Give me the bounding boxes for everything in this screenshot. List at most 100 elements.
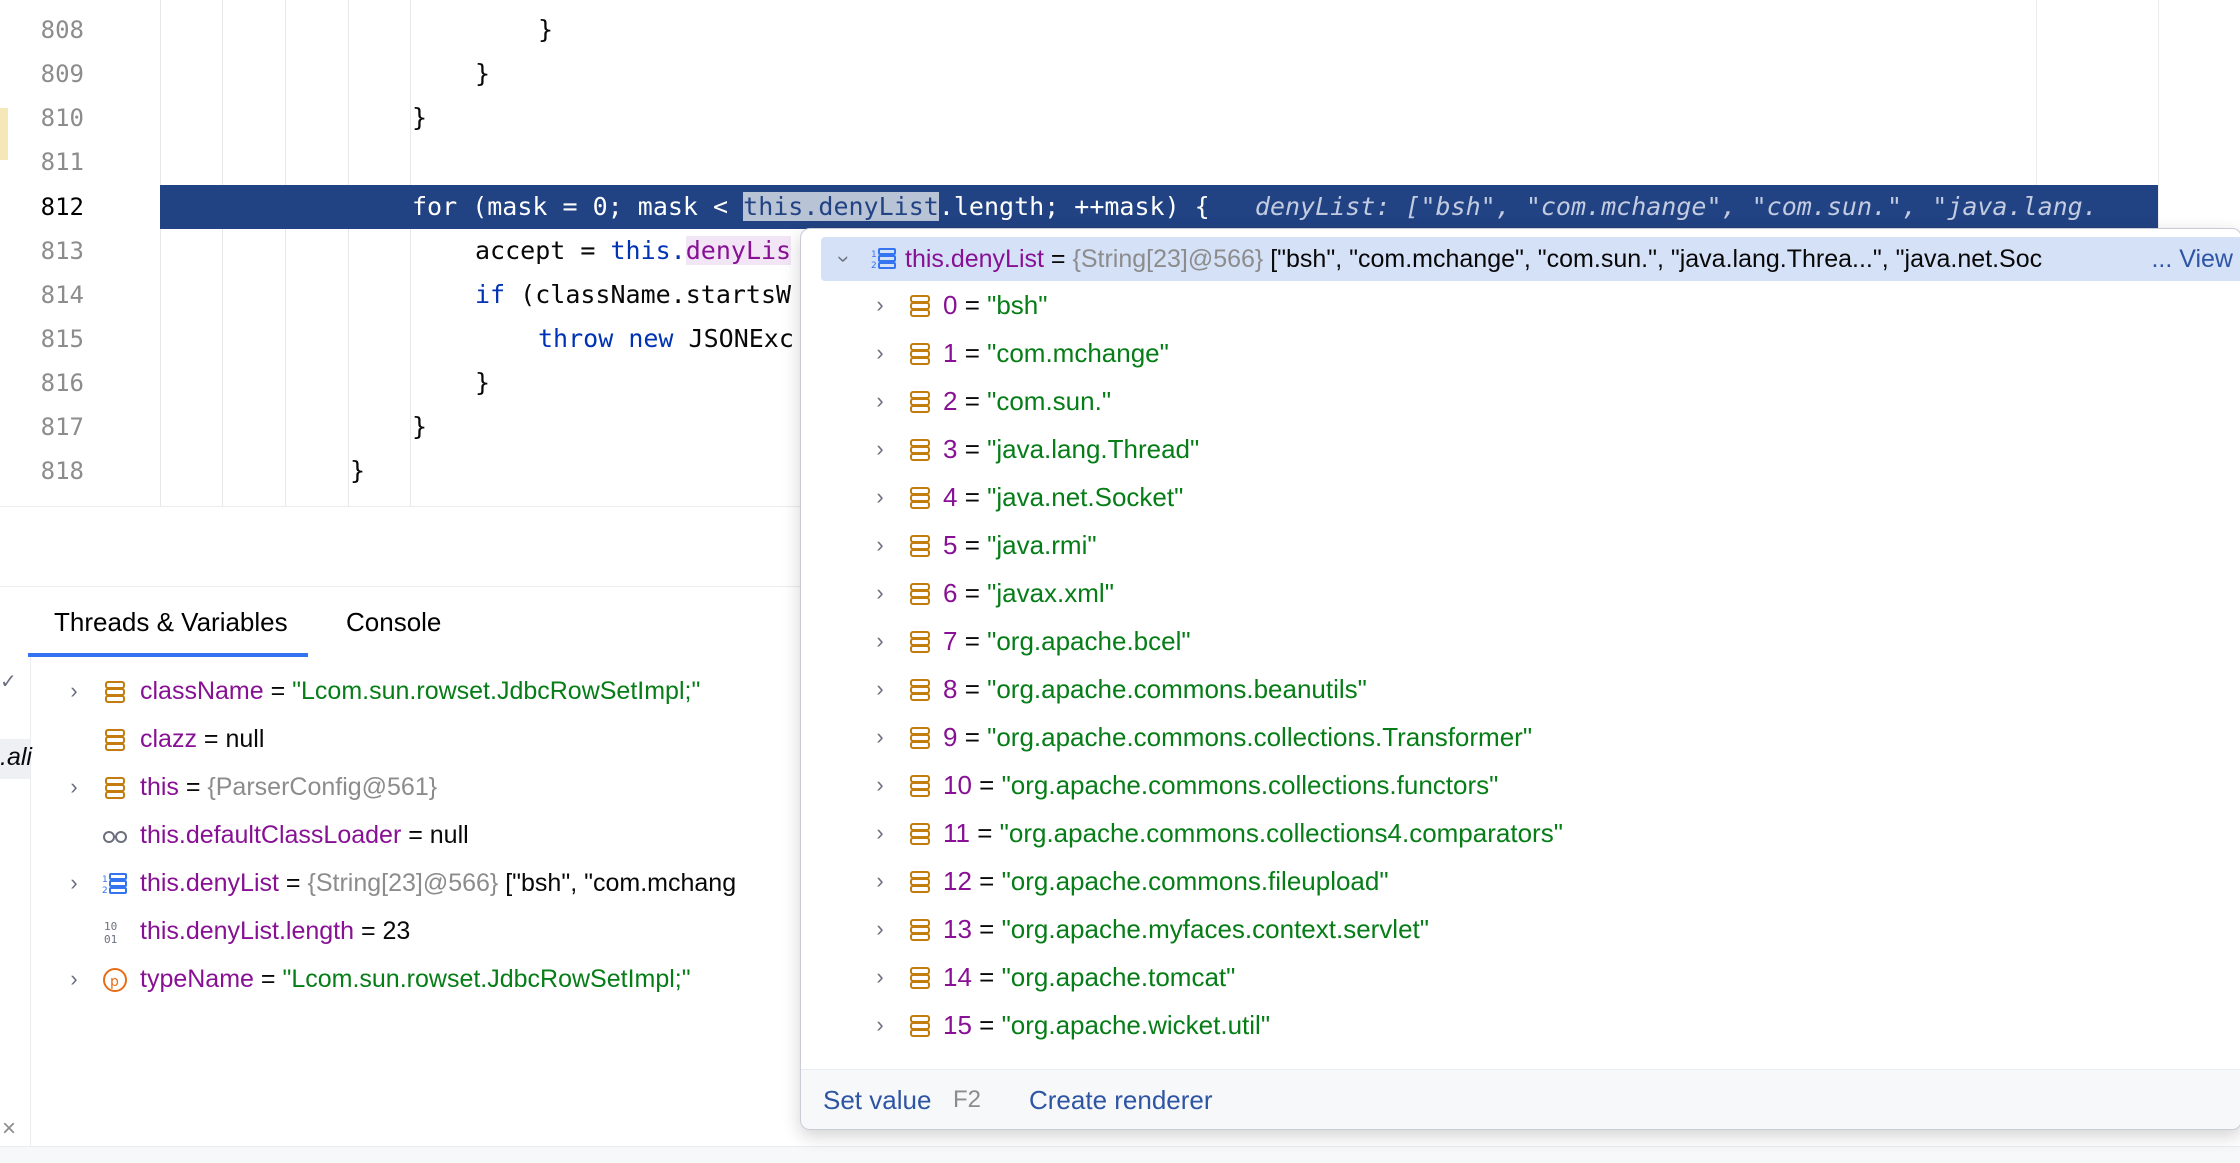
popup-children-list[interactable]: ›0 = "bsh"›1 = "com.mchange"›2 = "com.su…: [801, 281, 2240, 1041]
code-line-811[interactable]: 811: [0, 140, 2240, 184]
code-line-816[interactable]: 816 }: [0, 361, 2240, 405]
view-link[interactable]: ... View: [2147, 237, 2233, 281]
chevron-right-icon[interactable]: ›: [70, 870, 78, 895]
array-element-row[interactable]: ›13 = "org.apache.myfaces.context.servle…: [801, 905, 2240, 953]
chevron-right-icon[interactable]: ›: [876, 676, 884, 701]
chevron-right-icon[interactable]: ›: [876, 484, 884, 509]
chevron-right-icon[interactable]: ›: [876, 964, 884, 989]
svg-text:2: 2: [102, 886, 108, 896]
field-icon: [910, 535, 930, 557]
code-text: }: [412, 412, 428, 441]
variable-name: this.defaultClassLoader: [140, 821, 402, 849]
array-element-row[interactable]: ›12 = "org.apache.commons.fileupload": [801, 857, 2240, 905]
field-icon: [910, 1015, 930, 1037]
line-number: 813: [40, 237, 84, 265]
element-index: 6: [943, 578, 958, 608]
popup-variable-type: {String[23]@566}: [1072, 245, 1264, 273]
chevron-down-icon[interactable]: ›: [832, 255, 857, 263]
tab-console[interactable]: Console: [346, 607, 442, 637]
line-number: 817: [40, 413, 84, 441]
code-line-818[interactable]: 818 }: [0, 449, 2240, 493]
line-number: 809: [40, 60, 84, 88]
element-value: "java.rmi": [987, 530, 1097, 560]
chevron-right-icon[interactable]: ›: [70, 678, 78, 703]
array-element-row[interactable]: ›15 = "org.apache.wicket.util": [801, 1001, 2240, 1041]
chevron-right-icon[interactable]: ›: [876, 868, 884, 893]
chevron-right-icon[interactable]: ›: [876, 628, 884, 653]
chevron-right-icon[interactable]: ›: [876, 724, 884, 749]
indent-guide: [285, 0, 286, 506]
code-line-815[interactable]: 815 throw new JSONExc: [0, 317, 2240, 361]
element-index: 4: [943, 482, 958, 512]
array-element-row[interactable]: ›1 = "com.mchange": [801, 329, 2240, 377]
array-element-row[interactable]: ›7 = "org.apache.bcel": [801, 617, 2240, 665]
array-element-row[interactable]: ›8 = "org.apache.commons.beanutils": [801, 665, 2240, 713]
code-line-817[interactable]: 817 }: [0, 405, 2240, 449]
chevron-right-icon[interactable]: ›: [70, 966, 78, 991]
element-index: 5: [943, 530, 958, 560]
check-icon[interactable]: ✓: [0, 671, 17, 693]
variable-value: "Lcom.sun.rowset.JdbcRowSetImpl;": [282, 965, 691, 993]
selected-expression[interactable]: this.denyList: [743, 192, 939, 221]
code-line-809[interactable]: 809 }: [0, 52, 2240, 96]
watch-glasses-icon: [103, 831, 127, 843]
inline-value-hint[interactable]: denyList: ["bsh", "com.mchange", "com.su…: [1254, 192, 2098, 221]
tab-threads-variables[interactable]: Threads & Variables: [54, 607, 288, 637]
array-element-row[interactable]: ›0 = "bsh": [801, 281, 2240, 329]
code-line-810[interactable]: 810 }: [0, 96, 2240, 140]
array-element-row[interactable]: ›6 = "javax.xml": [801, 569, 2240, 617]
code-text: }: [475, 368, 491, 397]
chevron-right-icon[interactable]: ›: [876, 916, 884, 941]
array-element-row[interactable]: ›2 = "com.sun.": [801, 377, 2240, 425]
element-value: "org.apache.commons.collections4.compara…: [999, 818, 1563, 848]
chevron-right-icon[interactable]: ›: [876, 1012, 884, 1037]
code-text: for (mask = 0; mask < this.denyList.leng…: [412, 185, 2098, 229]
element-value: "org.apache.commons.beanutils": [987, 674, 1367, 704]
element-value: "org.apache.commons.collections.Transfor…: [987, 722, 1533, 752]
element-value: "java.lang.Thread": [987, 434, 1200, 464]
chevron-right-icon[interactable]: ›: [876, 388, 884, 413]
code-token: (className.startsW: [505, 280, 792, 309]
code-token: JSONExc: [673, 324, 794, 353]
chevron-right-icon[interactable]: ›: [876, 436, 884, 461]
code-line-808[interactable]: 808 }: [0, 8, 2240, 52]
chevron-right-icon[interactable]: ›: [876, 580, 884, 605]
element-index: 10: [943, 770, 972, 800]
code-line-812[interactable]: 812: [0, 185, 2240, 229]
line-number: 810: [40, 104, 84, 132]
code-after: .length; ++mask) {: [938, 192, 1210, 221]
chevron-right-icon[interactable]: ›: [876, 292, 884, 317]
variable-type: {String[23]@566}: [307, 869, 499, 897]
frame-fragment[interactable]: .ali: [0, 743, 32, 771]
array-element-row[interactable]: ›4 = "java.net.Socket": [801, 473, 2240, 521]
create-renderer-link[interactable]: Create renderer: [1029, 1085, 1213, 1115]
element-value: "org.apache.commons.fileupload": [1001, 866, 1389, 896]
chevron-right-icon[interactable]: ›: [876, 340, 884, 365]
element-value: "org.apache.myfaces.context.servlet": [1001, 914, 1430, 944]
svg-text:2: 2: [871, 261, 877, 271]
element-index: 15: [943, 1010, 972, 1040]
field-icon: [910, 871, 930, 893]
array-element-row[interactable]: ›5 = "java.rmi": [801, 521, 2240, 569]
close-icon[interactable]: ×: [2, 1115, 17, 1142]
field-icon: [105, 777, 125, 799]
indent-guide: [160, 0, 161, 506]
code-token: new: [628, 324, 674, 353]
chevron-right-icon[interactable]: ›: [876, 532, 884, 557]
array-element-row[interactable]: ›9 = "org.apache.commons.collections.Tra…: [801, 713, 2240, 761]
field-icon: [910, 295, 930, 317]
popup-variable-name: this.denyList: [905, 245, 1044, 273]
element-value: "org.apache.commons.collections.functors…: [1001, 770, 1499, 800]
array-element-row[interactable]: ›10 = "org.apache.commons.collections.fu…: [801, 761, 2240, 809]
set-value-link[interactable]: Set value: [823, 1085, 932, 1115]
chevron-right-icon[interactable]: ›: [876, 772, 884, 797]
code-line-814[interactable]: 814 if (className.startsW: [0, 273, 2240, 317]
array-element-row[interactable]: ›14 = "org.apache.tomcat": [801, 953, 2240, 1001]
chevron-right-icon[interactable]: ›: [876, 820, 884, 845]
array-element-row[interactable]: ›11 = "org.apache.commons.collections4.c…: [801, 809, 2240, 857]
code-line-813[interactable]: 813 accept = this.denyLis: [0, 229, 2240, 273]
array-element-row[interactable]: ›3 = "java.lang.Thread": [801, 425, 2240, 473]
chevron-right-icon[interactable]: ›: [70, 774, 78, 799]
